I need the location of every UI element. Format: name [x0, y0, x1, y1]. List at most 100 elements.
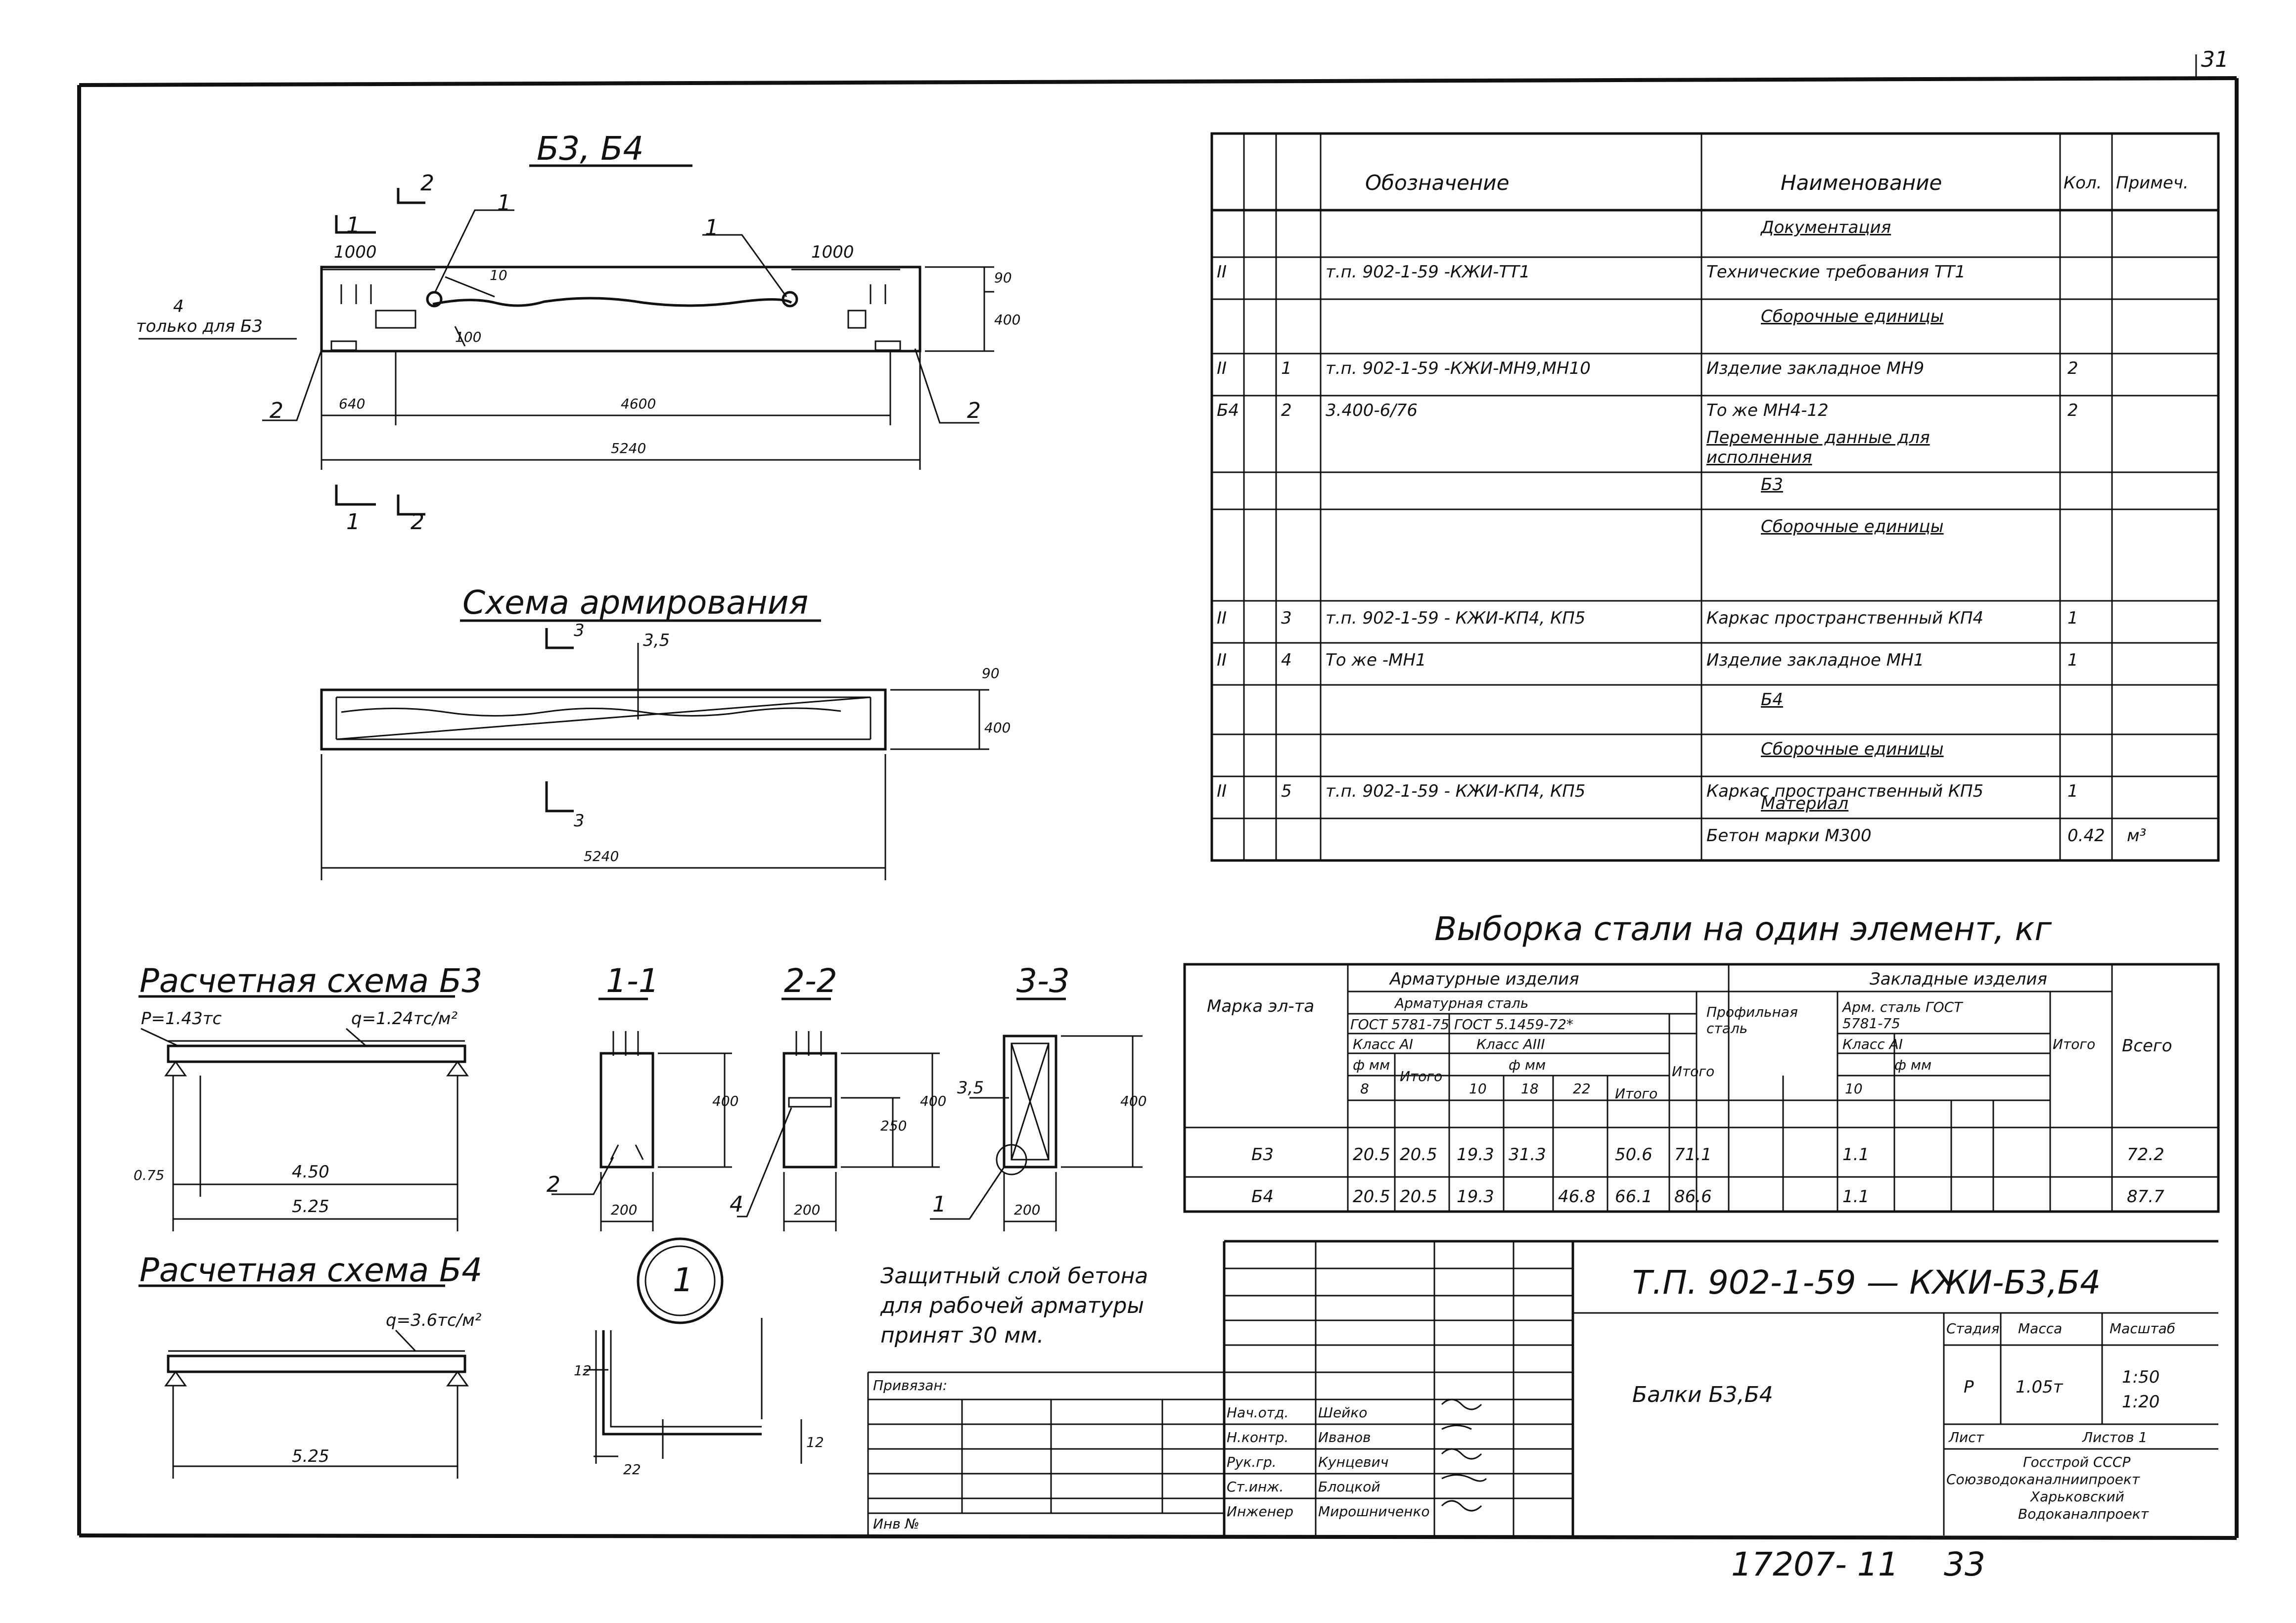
steel-h-itogo3: Итого	[1672, 1063, 1715, 1080]
steel-h-itogo2: Итого	[1615, 1085, 1658, 1102]
callout-1: 1	[497, 190, 511, 216]
steel-cell-it2: 66.1	[1615, 1187, 1653, 1207]
calc-b3-dim-450: 4.50	[292, 1162, 329, 1182]
spec-col-format: II	[1217, 262, 1227, 282]
section-3-3-callout: 1	[932, 1192, 946, 1217]
tb-masshtab-1: 1:50	[2122, 1367, 2160, 1387]
reinforcement-label-35: 3,5	[643, 631, 670, 650]
spec-header-kol: Кол.	[2064, 173, 2102, 193]
steel-cell-v8: 20.5	[1353, 1187, 1390, 1207]
steel-h-klass-a3: Класс АIII	[1476, 1036, 1545, 1052]
spec-header-oboz: Обозначение	[1365, 171, 1510, 195]
spec-col-pos: 5	[1281, 781, 1292, 801]
spec-col-naim: Технические требования ТТ1	[1706, 262, 1966, 282]
section-2-2-callout: 4	[730, 1192, 743, 1217]
detail-dim-12b: 12	[806, 1434, 824, 1450]
tb-h-massa: Масса	[2018, 1320, 2063, 1337]
calc-b3-dim-075: 0.75	[134, 1167, 165, 1183]
spec-col-naim: Каркас пространственный КП4	[1706, 608, 1984, 628]
dim-4600: 4600	[621, 396, 656, 412]
section-2-2-height: 400	[920, 1093, 947, 1109]
spec-col-format: II	[1217, 781, 1227, 801]
steel-cell-it1: 20.5	[1400, 1145, 1437, 1165]
steel-h-fmm2: ф мм	[1509, 1057, 1546, 1073]
drawing-name: Балки Б3,Б4	[1632, 1382, 1773, 1407]
spec-col-kol: 2	[2067, 401, 2078, 420]
spec-col-oboz: т.п. 902-1-59 -КЖИ-ТТ1	[1326, 262, 1530, 282]
dim-400: 400	[994, 312, 1021, 328]
spec-col-kol: 1	[2067, 781, 2078, 801]
section-3-top: 3	[574, 621, 585, 640]
section-3-bottom: 3	[574, 811, 585, 831]
steel-cell-v22: 46.8	[1558, 1187, 1596, 1207]
reinf-dim-5240: 5240	[584, 848, 619, 864]
spec-col-naim: То же МН4-12	[1706, 401, 1829, 420]
spec-col-naim: Бетон марки М300	[1706, 826, 1872, 846]
inv-label: Инв №	[873, 1516, 919, 1532]
reinforcement-title: Схема армирования	[462, 584, 809, 622]
tb-listov: Листов 1	[2082, 1429, 2148, 1445]
steel-h-fmm1: ф мм	[1353, 1057, 1390, 1073]
steel-h-klass-a1: Класс АI	[1353, 1036, 1414, 1052]
steel-cell-v10: 19.3	[1457, 1187, 1494, 1207]
steel-h-itogo4: Итого	[2053, 1036, 2096, 1052]
calc-b4-q-load: q=3.6тс/м²	[386, 1310, 482, 1330]
steel-h-armat: Арматурные изделия	[1390, 969, 1579, 989]
drawing-code: Т.П. 902-1-59 — КЖИ-Б3,Б4	[1632, 1263, 2101, 1302]
spec-col-pos: 3	[1281, 608, 1292, 628]
tb-org-1: Госстрой СССР	[2023, 1454, 2131, 1470]
tb-org-2: Союзводоканалниипроект	[1946, 1471, 2140, 1488]
footer-page: 33	[1944, 1545, 1985, 1583]
section-1-1-title: 1-1	[606, 962, 659, 1000]
section-marker-2: 2	[420, 171, 434, 196]
tb-stadia: Р	[1964, 1377, 1974, 1397]
calc-b3-p-load: P=1.43тс	[141, 1009, 222, 1029]
privyazan-label: Привязан:	[873, 1377, 948, 1394]
steel-h-gost1: ГОСТ 5781-75	[1350, 1016, 1450, 1033]
note-line-3: принят 30 мм.	[880, 1323, 1044, 1348]
steel-table-title: Выборка стали на один элемент, кг	[1434, 910, 2052, 948]
steel-h-klass-a12: Класс АI	[1842, 1036, 1903, 1052]
signature-role: Нач.отд.	[1227, 1404, 1289, 1421]
steel-cell-marka: Б4	[1251, 1187, 1274, 1207]
steel-h-d10: 10	[1469, 1081, 1487, 1097]
steel-h-armsteel2: Арм. сталь ГОСТ 5781-75	[1842, 999, 1963, 1032]
tb-org-4: Водоканалпроект	[2018, 1506, 2149, 1522]
steel-cell-v8: 20.5	[1353, 1145, 1390, 1165]
spec-col-oboz: т.п. 902-1-59 - КЖИ-КП4, КП5	[1326, 781, 1586, 801]
steel-h-gost2: ГОСТ 5.1459-72*	[1454, 1016, 1573, 1033]
calc-b4-dim-525: 5.25	[292, 1446, 329, 1466]
spec-col-naim: Каркас пространственный КП5	[1706, 781, 1984, 801]
spec-col-naim: Материал	[1761, 794, 1849, 813]
calc-b3-q-load: q=1.24тс/м²	[351, 1009, 458, 1029]
note-line-1: Защитный слой бетона	[880, 1263, 1148, 1289]
spec-col-naim: Б3	[1761, 475, 1783, 495]
spec-col-naim: Изделие закладное МН1	[1706, 650, 1925, 670]
dim-1000-left: 1000	[334, 242, 377, 262]
section-3-3-width: 200	[1014, 1202, 1041, 1218]
footer-number: 17207- 11	[1731, 1545, 1899, 1583]
steel-cell-vsego: 72.2	[2127, 1145, 2164, 1165]
dim-100: 100	[455, 329, 482, 345]
tb-h-stadia: Стадия	[1946, 1320, 2000, 1337]
steel-h-armsteel: Арматурная сталь	[1395, 995, 1529, 1011]
section-3-3-height: 400	[1120, 1093, 1147, 1109]
spec-col-naim: Переменные данные для исполнения	[1706, 428, 1930, 467]
steel-h-d18: 18	[1521, 1081, 1539, 1097]
callout-2b: 2	[967, 398, 981, 423]
spec-col-format: II	[1217, 359, 1227, 378]
callout-2: 2	[270, 398, 283, 423]
spec-col-format: II	[1217, 608, 1227, 628]
calc-b3-title: Расчетная схема Б3	[139, 962, 483, 1000]
signature-role: Рук.гр.	[1227, 1454, 1277, 1470]
reinf-dim-400: 400	[984, 720, 1011, 736]
signature-role: Н.контр.	[1227, 1429, 1289, 1445]
page-number: 31	[2201, 47, 2229, 72]
tb-massa: 1.05т	[2016, 1377, 2063, 1397]
spec-col-naim: Сборочные единицы	[1761, 739, 1944, 759]
tb-list: Лист	[1949, 1429, 1984, 1445]
callout-4: 4	[173, 297, 184, 316]
spec-col-oboz: То же -МН1	[1326, 650, 1426, 670]
spec-col-kol: 2	[2067, 359, 2078, 378]
section-1-1-height: 400	[712, 1093, 739, 1109]
